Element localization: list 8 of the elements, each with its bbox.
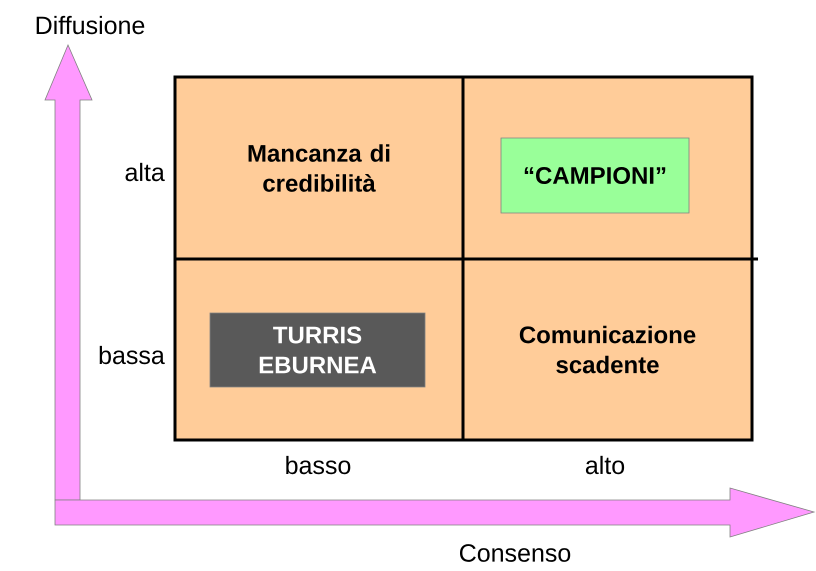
dark-box: TURRIS EBURNEA xyxy=(210,312,426,388)
axis-label: Diffusione xyxy=(36,16,144,34)
matrix-cell: Mancanza di credibilità xyxy=(174,76,464,260)
axis-label: Consenso xyxy=(460,544,570,562)
axis-label: bassa xyxy=(100,346,165,364)
matrix-cell: Comunicazione scadente xyxy=(462,258,754,442)
axis-label: basso xyxy=(286,456,350,474)
highlight-box: “CAMPIONI” xyxy=(500,138,690,214)
